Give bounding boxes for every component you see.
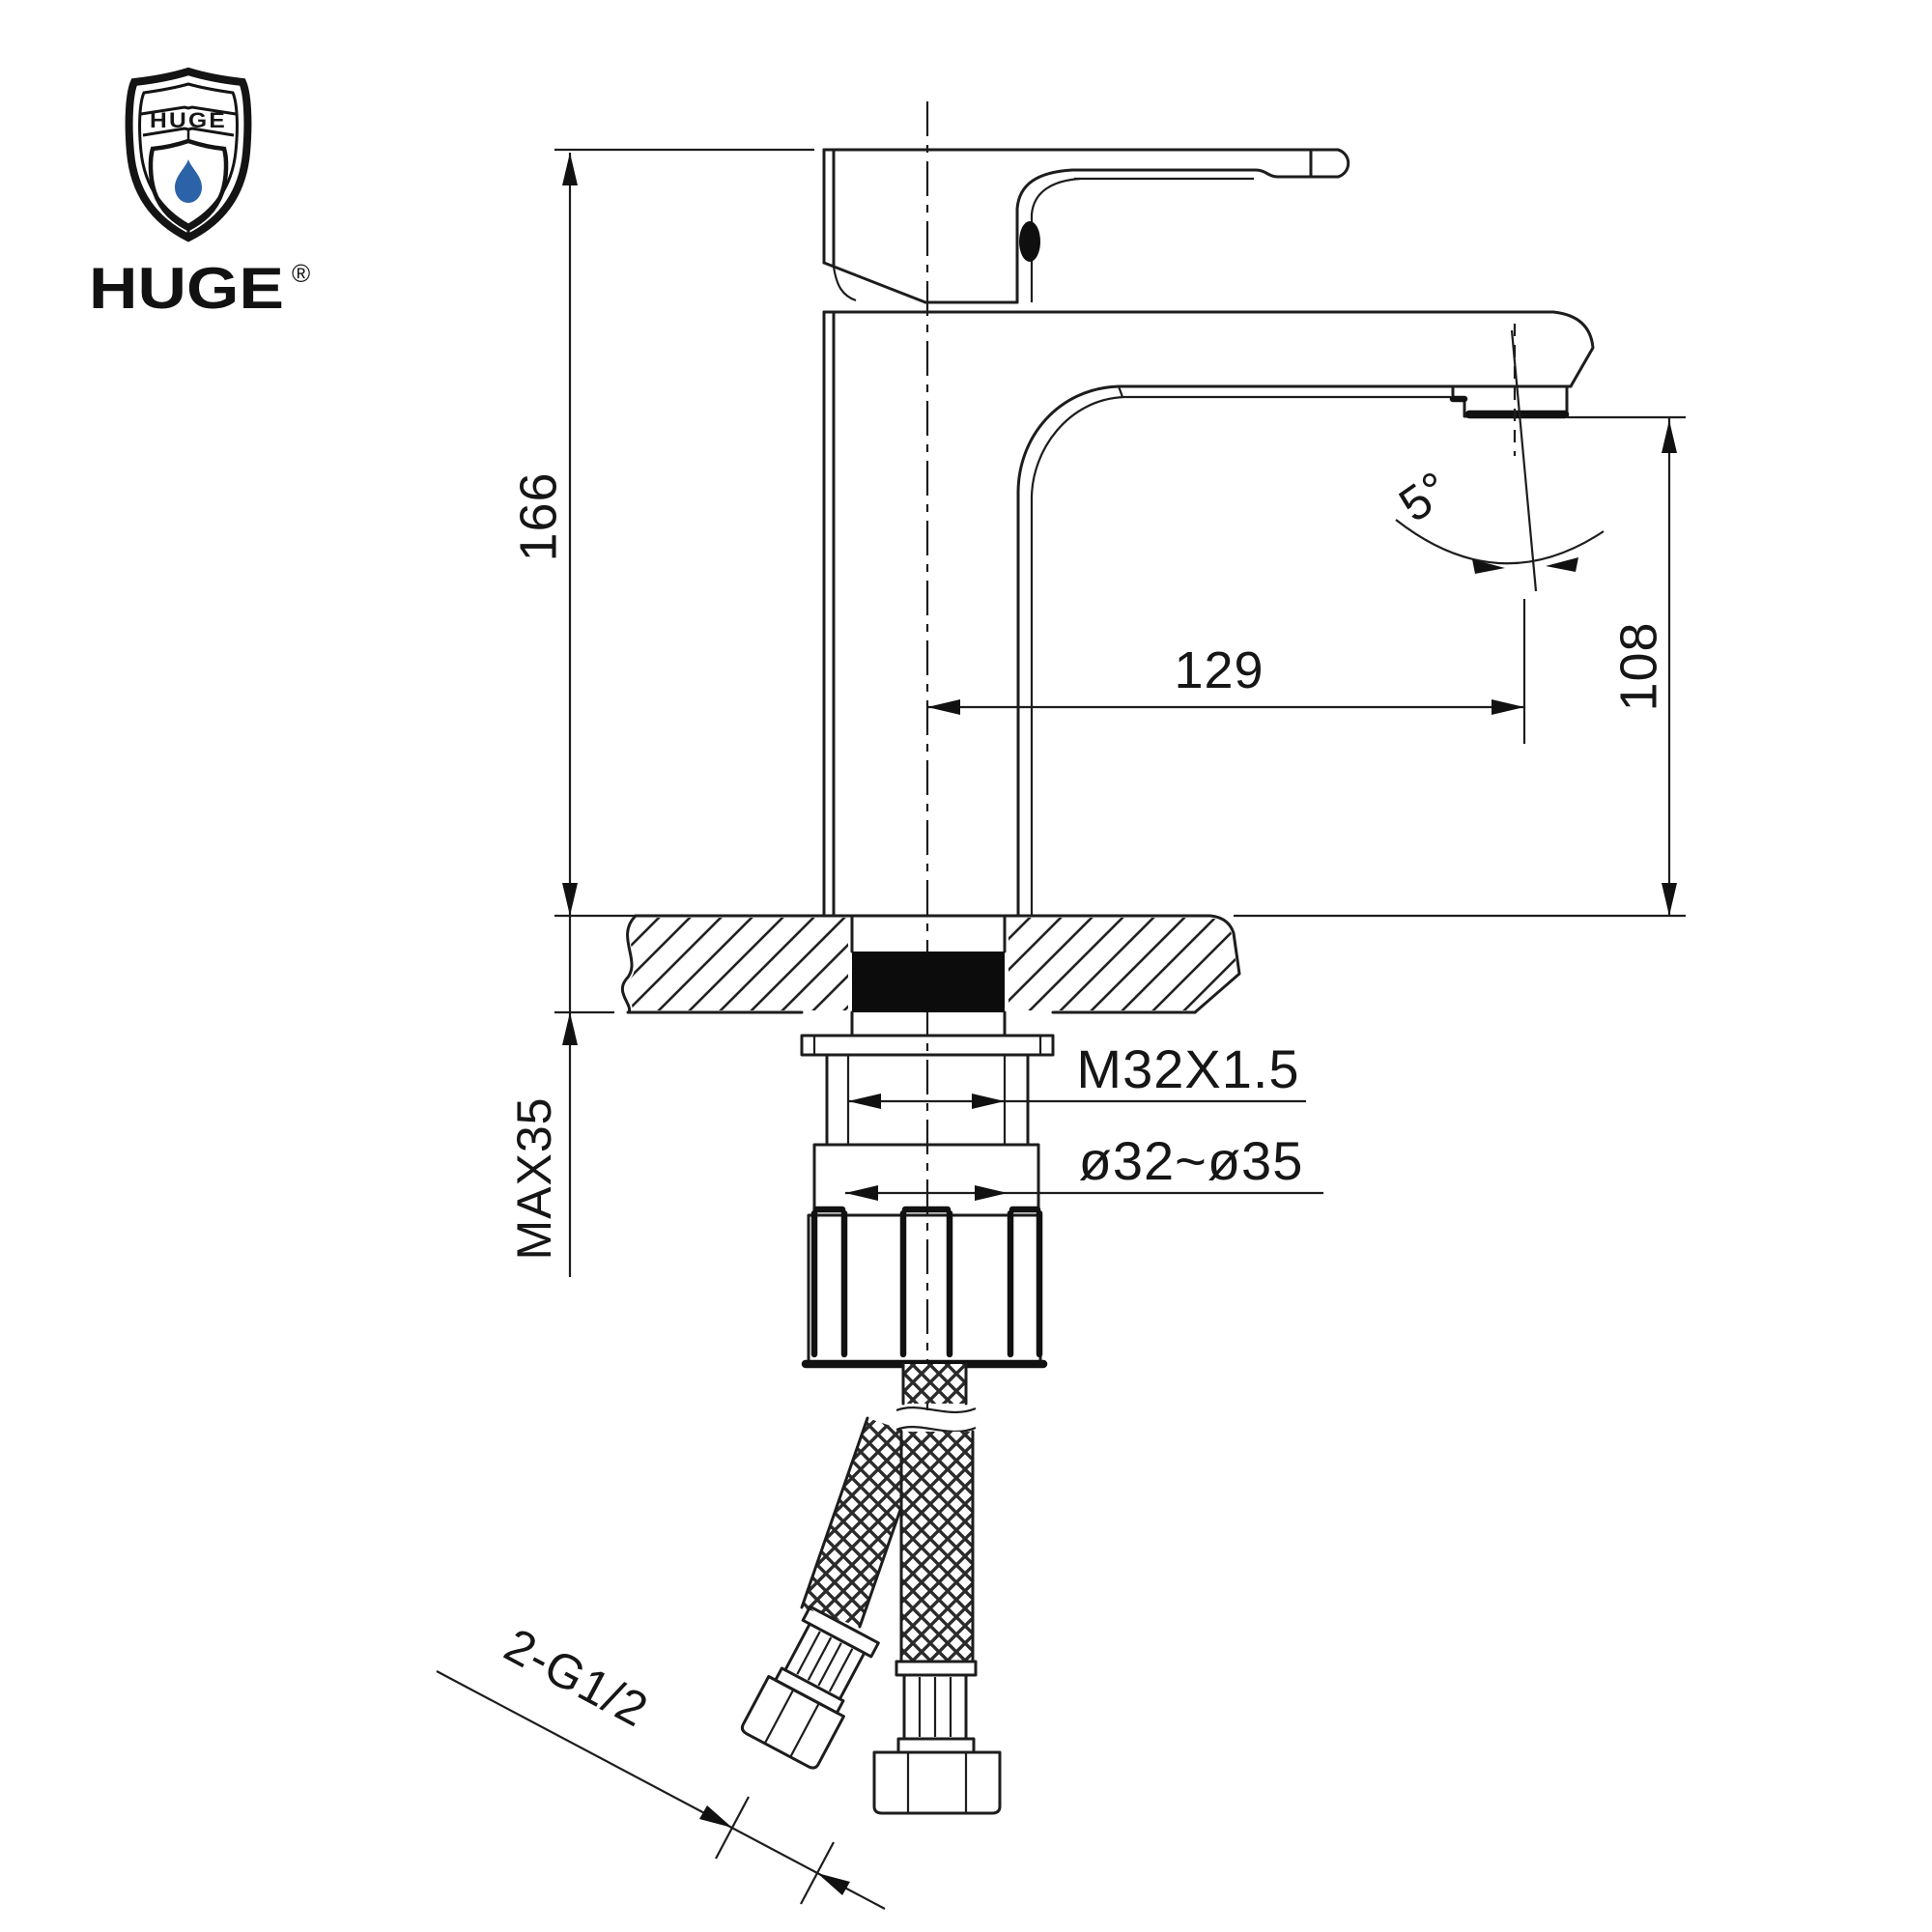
set-screw-hole <box>1019 221 1040 262</box>
water-drop-icon <box>175 159 202 203</box>
dim-max-deck: MAX35 <box>507 1010 614 1261</box>
hose-break-symbol <box>895 1406 977 1433</box>
dim-shank-thread: M32X1.5 <box>848 1038 1306 1109</box>
deck-break-line <box>620 914 638 1014</box>
shank-washer <box>800 1034 1055 1057</box>
hatch-area-right <box>1009 918 1237 1010</box>
mounting-nut <box>801 1206 1048 1369</box>
shank-thread <box>812 1053 1040 1217</box>
outlet-tilt-line <box>1510 329 1538 592</box>
shield-inner-border <box>138 82 239 227</box>
handle-lever <box>822 148 1350 304</box>
shield-band-label: HUGE <box>150 108 227 132</box>
dim-overall-height: 166 <box>509 148 814 1277</box>
brand-wordmark: HUGE <box>89 256 284 321</box>
dim-inlet-thread-label: 2-G1/2 <box>497 1618 658 1738</box>
shield-band-top-line <box>140 105 237 116</box>
faucet-outline <box>822 148 1595 918</box>
hatch-area-left <box>625 918 848 1010</box>
registered-mark: ® <box>292 259 310 288</box>
shank-stubs <box>850 1010 1007 1037</box>
dim-outlet-height: 108 <box>1234 415 1686 918</box>
deck-top-edge <box>634 914 1241 1014</box>
countertop-section <box>620 914 1241 1014</box>
spout <box>822 310 1595 499</box>
dim-spout-reach: 129 <box>927 599 1526 744</box>
supply-hose-right <box>872 1362 1002 1815</box>
dim-outlet-angle: 5° <box>1389 324 1605 592</box>
hose-fitting-left <box>740 1605 880 1770</box>
dim-overall-height-label: 166 <box>509 471 567 561</box>
brand-logo: HUGE HUGE ® <box>89 67 310 321</box>
dim-shank-thread-label: M32X1.5 <box>1076 1038 1299 1099</box>
dim-max-deck-label: MAX35 <box>507 1097 561 1261</box>
mounting-gasket <box>852 952 1005 1012</box>
hole-walls <box>850 914 1007 953</box>
dim-hole-diameter: ø32~ø35 <box>845 1130 1323 1201</box>
supply-hoses <box>740 1362 1002 1815</box>
dim-outlet-height-label: 108 <box>1609 621 1667 711</box>
aerator <box>1449 384 1570 419</box>
angle-arc <box>1395 519 1605 565</box>
faucet-body <box>822 148 1034 918</box>
shield-outer-border <box>125 67 252 242</box>
dim-hole-diameter-label: ø32~ø35 <box>1079 1130 1304 1191</box>
dim-spout-reach-label: 129 <box>1174 641 1264 699</box>
supply-hose-left <box>740 1416 927 1770</box>
shield-icon: HUGE <box>125 67 252 242</box>
hose-fitting-right <box>872 1660 1002 1815</box>
